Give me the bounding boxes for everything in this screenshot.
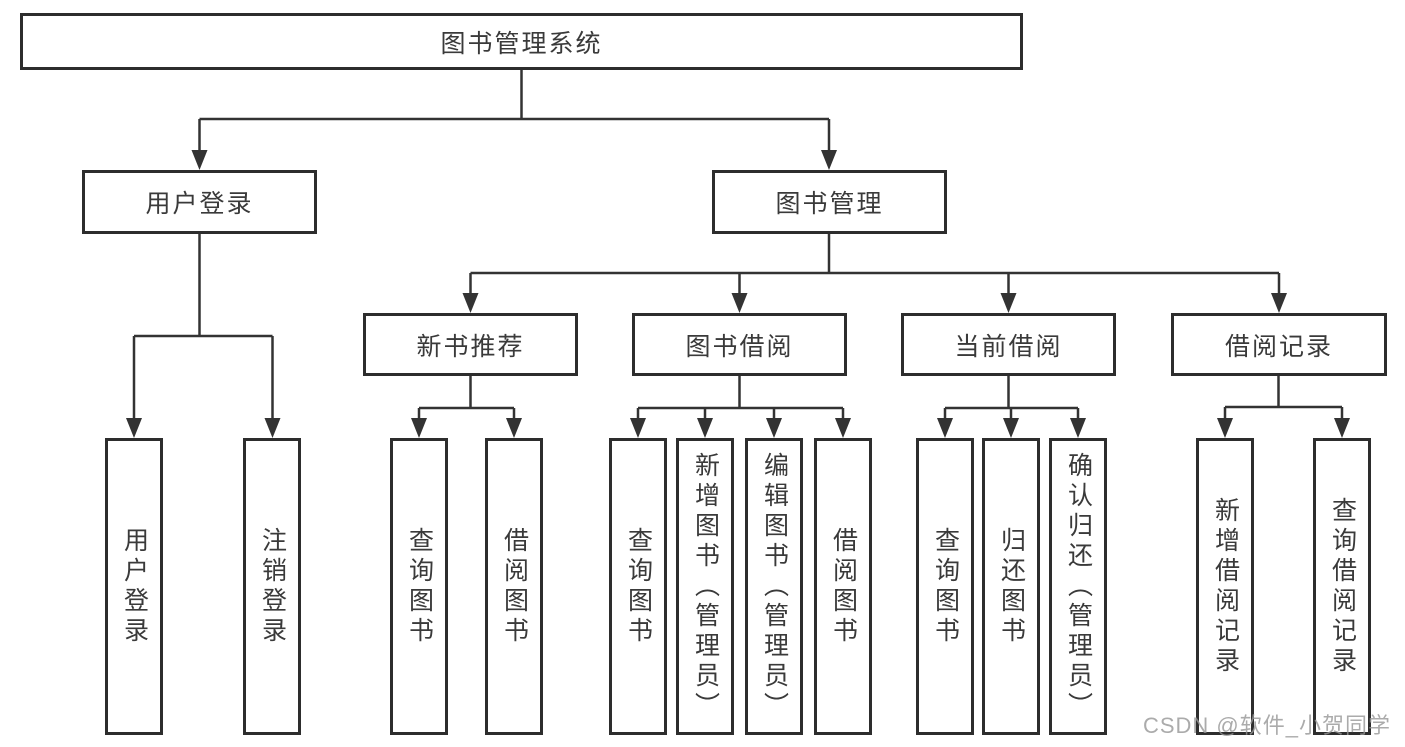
leaf-edit-book-admin: 编辑图书（管理员） [745, 438, 803, 735]
connector-recommend-to-leaves [417, 376, 516, 419]
arrow-icon [506, 418, 522, 438]
node-label: 归还图书 [997, 526, 1026, 647]
node-label: 图书借阅 [685, 332, 794, 361]
node-label: 图书管理系统 [440, 29, 603, 58]
leaf-add-book-admin: 新增图书（管理员） [676, 438, 734, 735]
arrow-icon [1000, 293, 1017, 313]
leaf-user-login: 用户登录 [105, 438, 163, 735]
node-label: 新增图书（管理员） [691, 451, 720, 722]
leaf-logout: 注销登录 [243, 438, 301, 735]
node-label: 注销登录 [258, 526, 287, 647]
connector-current-to-leaves [943, 376, 1080, 419]
arrow-icon [1334, 418, 1350, 438]
node-label: 用户登录 [145, 190, 254, 218]
node-label: 新增借阅记录 [1211, 496, 1240, 677]
arrow-icon [731, 293, 748, 313]
arrow-icon [835, 418, 851, 438]
arrow-icon [1271, 293, 1287, 313]
leaf-query-books-current: 查询图书 [916, 438, 974, 735]
node-borrow-records: 借阅记录 [1171, 313, 1387, 376]
arrow-icon [264, 418, 281, 438]
node-label: 当前借阅 [954, 332, 1063, 361]
connector-borrow-to-leaves [636, 376, 845, 419]
node-label: 查询借阅记录 [1328, 496, 1357, 677]
leaf-borrow-books-recommend: 借阅图书 [485, 438, 543, 735]
arrow-icon [1217, 418, 1233, 438]
node-book-management: 图书管理 [712, 170, 947, 234]
node-label: 确认归还（管理员） [1064, 451, 1093, 722]
arrow-icon [126, 418, 142, 438]
arrow-icon [697, 418, 713, 438]
arrow-icon [411, 418, 427, 438]
leaf-query-borrow-record: 查询借阅记录 [1313, 438, 1371, 735]
node-label: 借阅图书 [829, 526, 858, 647]
connector-login-to-leaves [132, 233, 274, 419]
connector-mgmt-to-l3 [469, 234, 1281, 294]
arrow-icon [191, 150, 208, 170]
node-label: 查询图书 [405, 526, 434, 647]
node-label: 编辑图书（管理员） [760, 451, 789, 722]
node-label: 用户登录 [120, 526, 149, 647]
node-label: 图书管理 [775, 190, 884, 218]
node-label: 借阅记录 [1224, 332, 1333, 361]
arrow-icon [937, 418, 953, 438]
leaf-query-books-recommend: 查询图书 [390, 438, 448, 735]
node-book-borrow: 图书借阅 [632, 313, 847, 376]
leaf-query-books-borrow: 查询图书 [609, 438, 667, 735]
node-label: 查询图书 [931, 526, 960, 647]
node-library-system: 图书管理系统 [20, 13, 1023, 70]
arrow-icon [630, 418, 646, 438]
arrow-icon [821, 150, 837, 170]
node-user-login: 用户登录 [82, 170, 317, 234]
leaf-add-borrow-record: 新增借阅记录 [1196, 438, 1254, 735]
leaf-confirm-return-admin: 确认归还（管理员） [1049, 438, 1107, 735]
leaf-borrow-books: 借阅图书 [814, 438, 872, 735]
connector-records-to-leaves [1223, 376, 1344, 419]
node-label: 新书推荐 [416, 332, 525, 361]
arrow-icon [462, 293, 479, 313]
node-label: 查询图书 [624, 526, 653, 647]
node-label: 借阅图书 [500, 526, 529, 647]
arrow-icon [1003, 418, 1019, 438]
arrow-icon [1070, 418, 1086, 438]
connector-root-to-l2 [198, 69, 831, 151]
node-current-borrow: 当前借阅 [901, 313, 1116, 376]
watermark: CSDN @软件_小贺同学 [1142, 713, 1391, 738]
arrow-icon [766, 418, 782, 438]
node-new-book-recommend: 新书推荐 [363, 313, 578, 376]
leaf-return-book: 归还图书 [982, 438, 1040, 735]
